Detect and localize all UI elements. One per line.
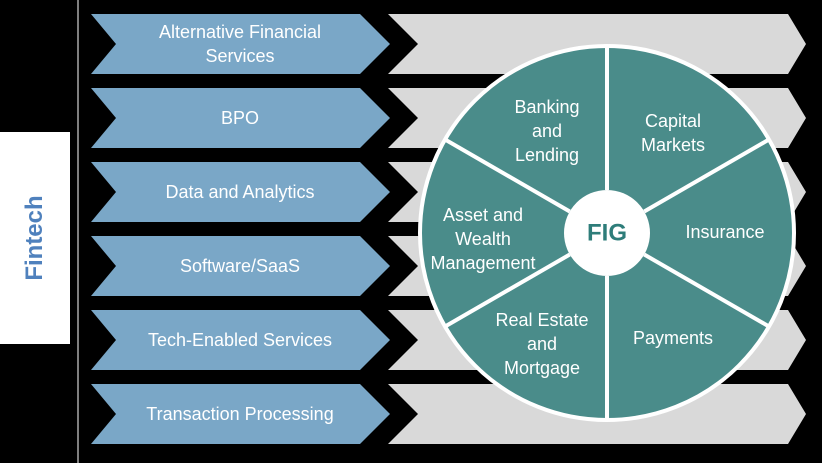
chevron-software-saas bbox=[91, 236, 390, 296]
chevron-label: Services bbox=[205, 46, 274, 66]
chevron-transaction-processing bbox=[91, 384, 390, 444]
vertical-divider bbox=[77, 0, 79, 463]
segment-label-real-estate-and-mortgage: Mortgage bbox=[504, 358, 580, 378]
wheel-divider bbox=[643, 252, 770, 329]
fintech-title: Fintech bbox=[21, 195, 48, 281]
chevron-label: Alternative Financial bbox=[159, 22, 321, 42]
wheel-divider bbox=[444, 252, 571, 329]
segment-label-banking-and-lending: Lending bbox=[515, 145, 579, 165]
segment-label-payments: Payments bbox=[633, 328, 713, 348]
segment-label-asset-and-wealth-management: Wealth bbox=[455, 229, 511, 249]
segment-label-real-estate-and-mortgage: Real Estate bbox=[495, 310, 588, 330]
wheel-divider bbox=[643, 137, 770, 214]
segment-label-asset-and-wealth-management: Asset and bbox=[443, 205, 523, 225]
chevron-data-and-analytics bbox=[91, 162, 390, 222]
hub-label: FIG bbox=[587, 220, 627, 247]
chevron-label: Tech-Enabled Services bbox=[148, 330, 332, 350]
fig-wheel: BankingandLendingCapitalMarketsInsurance… bbox=[418, 44, 796, 422]
segment-label-banking-and-lending: Banking bbox=[514, 97, 579, 117]
wheel-divider bbox=[444, 137, 571, 214]
segment-label-capital-markets: Markets bbox=[641, 135, 705, 155]
segment-label-real-estate-and-mortgage: and bbox=[527, 334, 557, 354]
fintech-title-box: Fintech bbox=[0, 132, 70, 344]
segment-label-asset-and-wealth-management: Management bbox=[430, 253, 535, 273]
chevron-label: Transaction Processing bbox=[146, 404, 333, 424]
hub-circle bbox=[564, 190, 650, 276]
chevron-label: BPO bbox=[221, 108, 259, 128]
chevron-alternative-financial-services bbox=[91, 14, 390, 74]
chevron-label: Data and Analytics bbox=[165, 182, 314, 202]
chevron-bpo bbox=[91, 88, 390, 148]
band-alternative-financial-services bbox=[388, 14, 806, 74]
segment-label-banking-and-lending: and bbox=[532, 121, 562, 141]
segment-label-capital-markets: Capital bbox=[645, 111, 701, 131]
chevron-label: Software/SaaS bbox=[180, 256, 300, 276]
segment-label-insurance: Insurance bbox=[685, 222, 764, 242]
chevron-tech-enabled-services bbox=[91, 310, 390, 370]
